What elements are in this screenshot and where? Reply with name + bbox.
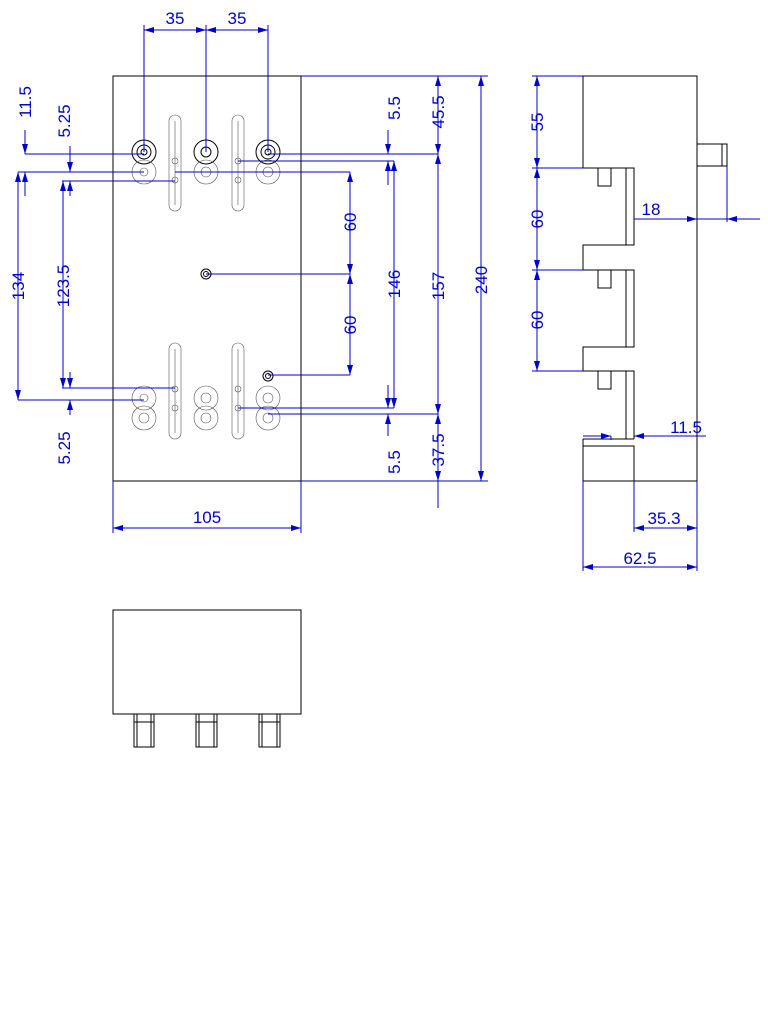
front-view-outline: [112, 75, 302, 482]
dim-37-5: 37.5: [429, 433, 448, 466]
dim-157: 157: [429, 272, 448, 300]
dim-11-5: 11.5: [16, 86, 35, 118]
dim-134: 134: [9, 272, 28, 300]
dim-5-5-top: 5.5: [385, 96, 404, 120]
dim-side-60-lower: 60: [528, 311, 547, 330]
dim-height-240: 240: [472, 266, 491, 294]
front-view-dimensions: 35 35 11.5 5.25 134 123.5 5.25 105: [9, 9, 491, 533]
dim-5-25-bottom: 5.25: [55, 431, 74, 464]
dim-side-11-5: 11.5: [670, 418, 702, 437]
dim-side-35-3: 35.3: [647, 509, 680, 528]
dim-146: 146: [385, 270, 404, 298]
bottom-view: [112, 609, 302, 748]
dim-pitch-60-lower: 60: [341, 316, 360, 335]
lower-slot-right: [231, 342, 245, 440]
bottom-pin-right: [258, 713, 281, 748]
dim-top-pitch-right: 35: [228, 9, 247, 28]
upper-slot-left: [168, 114, 182, 212]
upper-slot-right: [231, 114, 245, 212]
dim-side-62-5: 62.5: [623, 549, 656, 568]
bottom-pin-center: [195, 713, 218, 748]
front-view: [112, 75, 302, 482]
dim-top-pitch-left: 35: [166, 9, 185, 28]
dim-45-5: 45.5: [429, 95, 448, 128]
side-view-dimensions: 55 60 60 18 11.5 35.3 62.5: [528, 75, 760, 571]
side-pin: [696, 143, 728, 167]
dim-5-5-bottom: 5.5: [385, 450, 404, 474]
dim-side-60-upper: 60: [528, 210, 547, 229]
dim-side-55: 55: [528, 113, 547, 132]
dim-width-105: 105: [193, 508, 221, 527]
bottom-view-outline: [112, 609, 302, 715]
dim-pitch-60-upper: 60: [341, 213, 360, 232]
lower-slot-left: [168, 342, 182, 440]
bottom-pin-left: [133, 713, 155, 748]
dim-5-25-top: 5.25: [55, 104, 74, 137]
side-view: [582, 75, 728, 482]
dim-123-5: 123.5: [54, 265, 73, 308]
lower-hole-pairs: [131, 370, 281, 431]
dim-side-18: 18: [642, 200, 661, 219]
